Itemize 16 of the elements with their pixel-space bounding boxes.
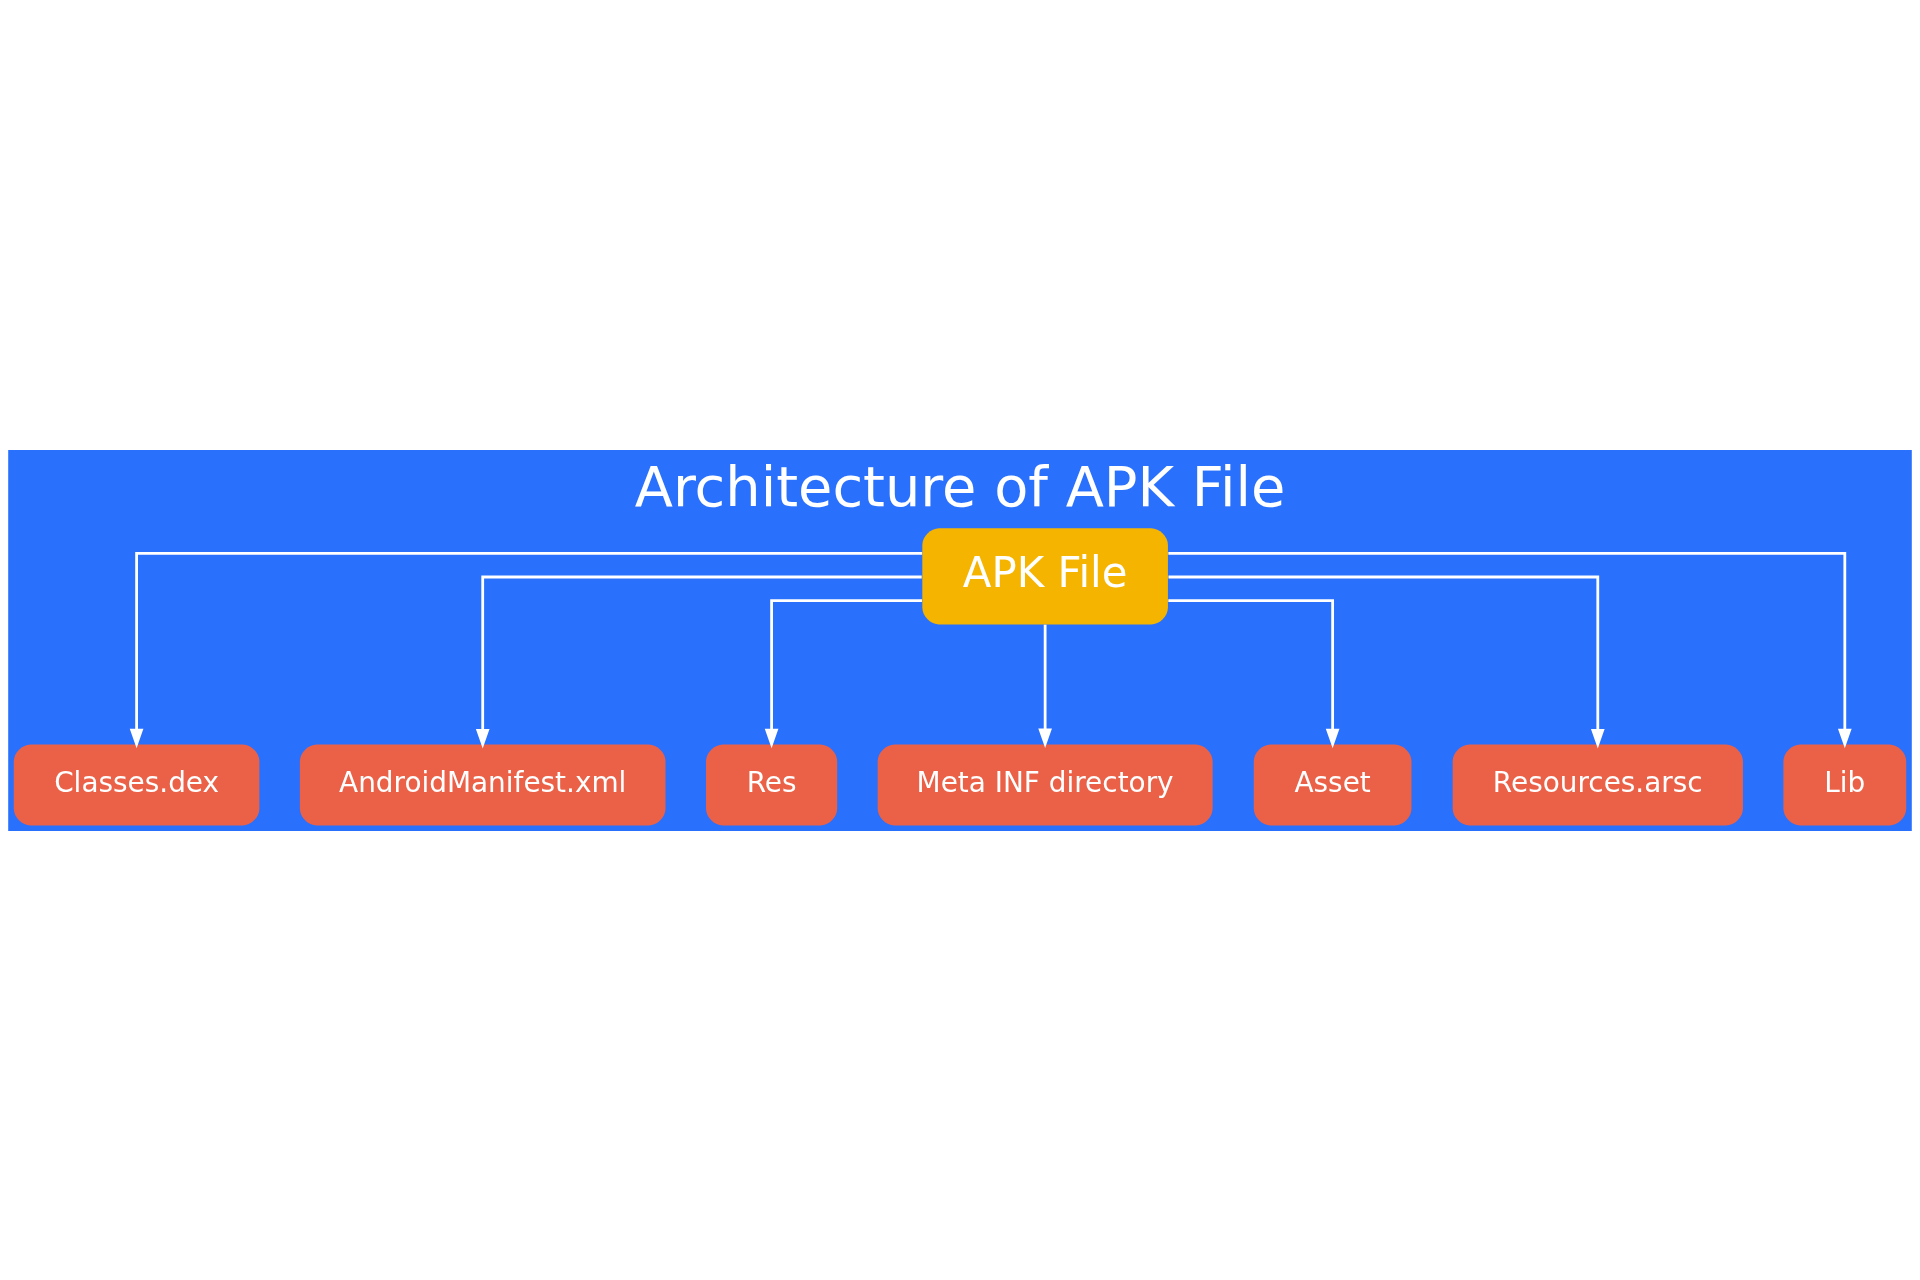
node-box: Resources.arsc <box>1452 743 1743 825</box>
node-box: Lib <box>1783 743 1907 825</box>
node-box: APK File <box>922 527 1168 624</box>
arrow <box>1038 624 1052 748</box>
arrow <box>1168 598 1340 748</box>
arrow <box>129 551 923 748</box>
arrow <box>475 575 922 749</box>
arrow <box>1168 575 1605 749</box>
node-box: Classes.dex <box>13 743 260 825</box>
arrow <box>1168 551 1852 748</box>
arrow <box>764 598 922 748</box>
node-box: Meta INF directory <box>877 743 1213 825</box>
node-box: Res <box>706 743 838 825</box>
node-box: AndroidManifest.xml <box>299 743 666 825</box>
node-box: Asset <box>1253 743 1412 825</box>
diagram-title: Architecture of APK File <box>634 453 1286 519</box>
